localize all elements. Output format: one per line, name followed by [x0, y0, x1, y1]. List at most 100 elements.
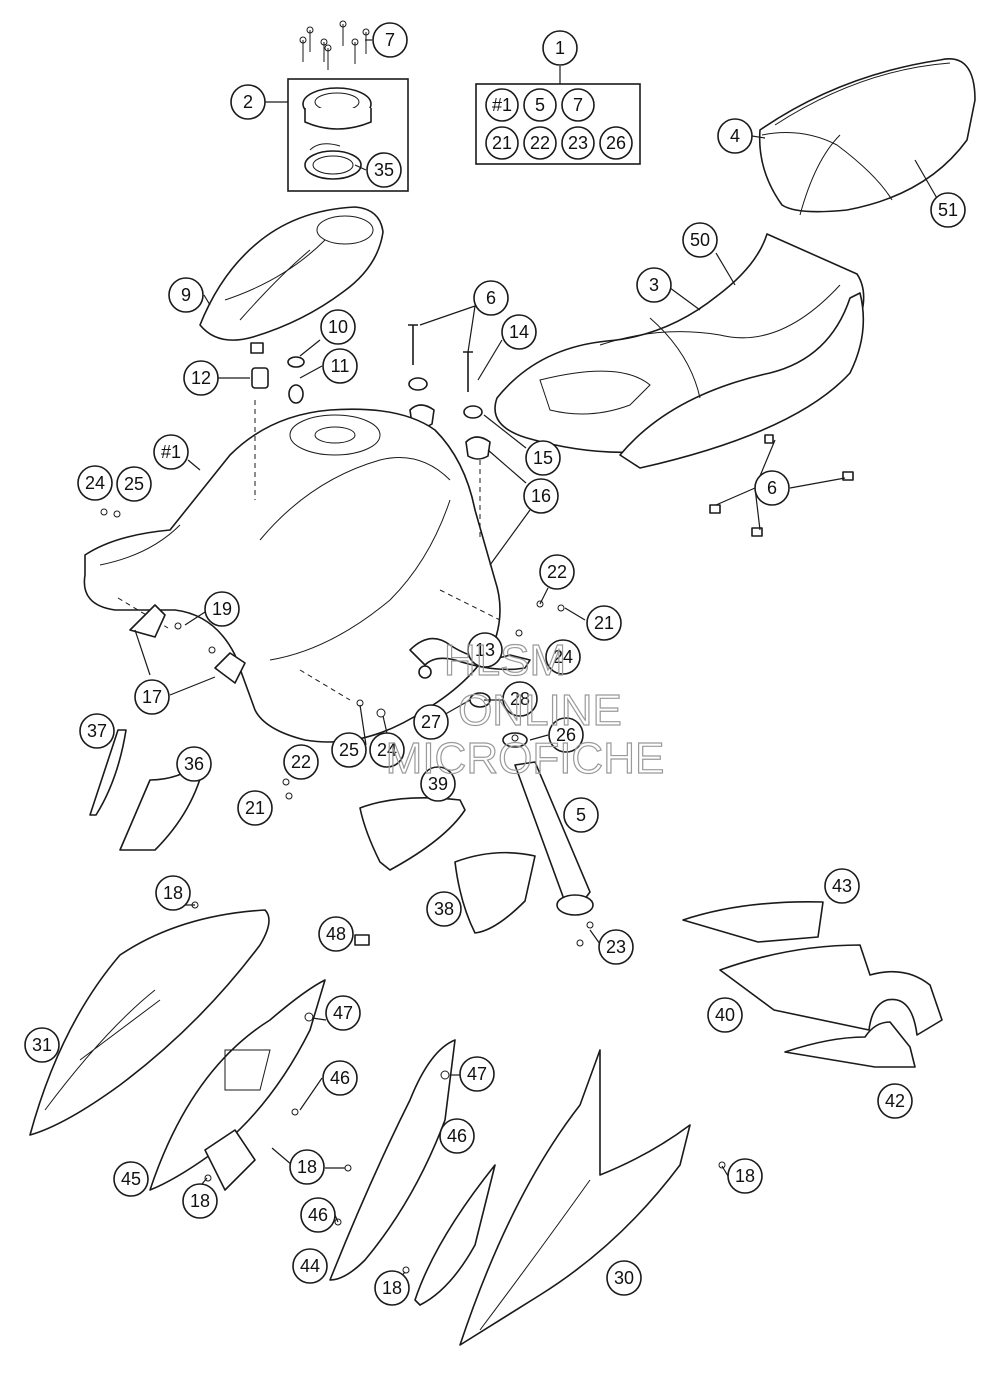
svg-text:5: 5 — [576, 805, 586, 825]
callout-14: 14 — [501, 314, 537, 350]
callout-2: 2 — [230, 84, 266, 120]
callout-18-mid: 18 — [289, 1149, 325, 1185]
callout-3: 3 — [636, 267, 672, 303]
svg-text:36: 36 — [184, 754, 204, 774]
svg-text:51: 51 — [938, 200, 958, 220]
callout-24-right: 24 — [545, 639, 581, 675]
svg-text:5: 5 — [535, 95, 545, 115]
svg-text:28: 28 — [510, 689, 530, 709]
svg-text:2: 2 — [243, 92, 253, 112]
callout-47-left: 47 — [325, 995, 361, 1031]
callout-25-left: 25 — [116, 466, 152, 502]
callout-48: 48 — [318, 916, 354, 952]
callout-44: 44 — [292, 1248, 328, 1284]
svg-text:11: 11 — [331, 356, 350, 376]
callout-24-left: 24 — [77, 465, 113, 501]
svg-text:10: 10 — [328, 317, 348, 337]
svg-text:21: 21 — [245, 798, 265, 818]
svg-text:18: 18 — [297, 1157, 317, 1177]
callout-12: 12 — [183, 360, 219, 396]
kit-label-22: 22 — [523, 126, 557, 160]
watermark-line-3: MICROFICHE — [386, 734, 665, 783]
svg-text:45: 45 — [121, 1169, 141, 1189]
svg-text:26: 26 — [606, 133, 626, 153]
callout-35: 35 — [366, 152, 402, 188]
callout-21-right: 21 — [586, 605, 622, 641]
svg-text:46: 46 — [308, 1205, 328, 1225]
svg-text:#1: #1 — [492, 95, 512, 115]
svg-text:35: 35 — [374, 160, 394, 180]
callout-50: 50 — [682, 222, 718, 258]
svg-text:18: 18 — [190, 1191, 210, 1211]
svg-text:26: 26 — [556, 725, 576, 745]
tank-brackets — [129, 604, 246, 684]
rider-seat — [494, 233, 865, 469]
kit-label-5: 5 — [523, 88, 557, 122]
fasteners — [100, 508, 726, 1274]
callout-24-mid: 24 — [369, 732, 405, 768]
svg-text:18: 18 — [382, 1278, 402, 1298]
callout-17: 17 — [134, 679, 170, 715]
callout-7: 7 — [372, 22, 408, 58]
callout-10: 10 — [320, 309, 356, 345]
decals — [354, 901, 943, 1068]
svg-text:23: 23 — [606, 937, 626, 957]
watermark-line-1: HLSM — [444, 636, 566, 685]
callout-4: 4 — [717, 118, 753, 154]
svg-text:12: 12 — [191, 368, 211, 388]
svg-text:37: 37 — [87, 721, 107, 741]
pillion-seat — [758, 58, 976, 216]
svg-text:22: 22 — [547, 562, 567, 582]
svg-text:22: 22 — [530, 133, 550, 153]
callout-19: 19 — [204, 591, 240, 627]
callout-15: 15 — [525, 440, 561, 476]
svg-text:47: 47 — [333, 1003, 353, 1023]
leader-lines — [134, 39, 939, 1288]
callout-43: 43 — [824, 868, 860, 904]
fuel-cap-kit-box — [287, 78, 409, 192]
callout-31: 31 — [24, 1027, 60, 1063]
svg-text:18: 18 — [163, 883, 183, 903]
callout-13: 13 — [467, 632, 503, 668]
svg-text:6: 6 — [767, 478, 777, 498]
tail-panel — [459, 1049, 691, 1346]
svg-text:48: 48 — [326, 924, 346, 944]
callout-18-top: 18 — [155, 875, 191, 911]
svg-text:15: 15 — [533, 448, 553, 468]
callout-28: 28 — [502, 681, 538, 717]
tank-cover — [199, 206, 384, 341]
callout-38: 38 — [426, 891, 462, 927]
callout-9: 9 — [168, 277, 204, 313]
callout-36: 36 — [176, 746, 212, 782]
svg-text:25: 25 — [124, 474, 144, 494]
tank-hardware — [250, 324, 491, 460]
callout-27: 27 — [413, 704, 449, 740]
callout-6-top: 6 — [473, 280, 509, 316]
callout-21-left: 21 — [237, 790, 273, 826]
callout-6-seat: 6 — [754, 470, 790, 506]
svg-text:21: 21 — [594, 613, 614, 633]
callout-25-mid: 25 — [331, 732, 367, 768]
svg-text:30: 30 — [614, 1268, 634, 1288]
svg-text:16: 16 — [531, 486, 551, 506]
svg-text:24: 24 — [85, 473, 105, 493]
callout-18-bottom: 18 — [374, 1270, 410, 1306]
seat-bumpers — [709, 434, 854, 537]
svg-text:24: 24 — [553, 647, 573, 667]
kit-label-26: 26 — [599, 126, 633, 160]
callout-1: 1 — [542, 30, 578, 66]
svg-text:31: 31 — [32, 1035, 52, 1055]
svg-text:7: 7 — [573, 95, 583, 115]
watermark: HLSM ONLINE MICROFICHE — [385, 635, 665, 783]
callout-51: 51 — [930, 192, 966, 228]
callout-46-right: 46 — [439, 1118, 475, 1154]
svg-text:46: 46 — [330, 1068, 350, 1088]
screws-group — [299, 20, 370, 70]
callout-46-left: 46 — [322, 1060, 358, 1096]
callout-16: 16 — [523, 478, 559, 514]
svg-text:17: 17 — [142, 687, 162, 707]
svg-text:13: 13 — [475, 640, 495, 660]
kit-label-1: #1 — [485, 88, 519, 122]
filler-tube — [502, 732, 594, 916]
